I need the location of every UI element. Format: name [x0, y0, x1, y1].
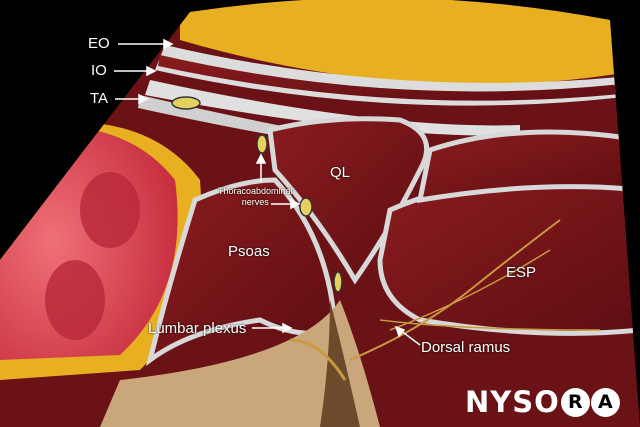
nysora-logo: NYSO R A: [465, 385, 620, 419]
label-erector-spinae: ESP: [506, 264, 537, 281]
label-lumbar-plexus: Lumbar plexus: [148, 320, 247, 337]
label-internal-oblique: IO: [91, 62, 107, 79]
label-thoracoabdominal-nerves: Thoracoabdominal nerves: [218, 186, 293, 207]
label-psoas: Psoas: [228, 243, 270, 260]
label-quadratus-lumborum: QL: [330, 164, 351, 181]
label-dorsal-ramus: Dorsal ramus: [421, 339, 511, 356]
label-transversus-abdominis: TA: [90, 90, 109, 107]
label-external-oblique: EO: [88, 35, 110, 52]
